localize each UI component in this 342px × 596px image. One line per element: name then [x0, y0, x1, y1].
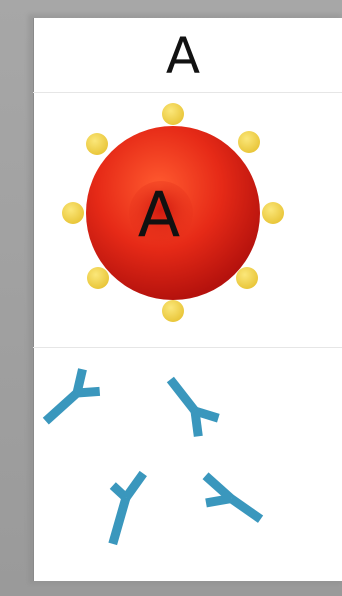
antigen-icon [62, 202, 84, 224]
antibody-icon [36, 369, 101, 431]
antibody-icon [97, 466, 143, 546]
red-blood-cell-icon: A [86, 126, 260, 300]
antigen-label: A [138, 178, 180, 251]
antigen-icon [162, 300, 184, 322]
antigen-icon [236, 267, 258, 289]
blood-type-card: A [33, 18, 342, 581]
antigen-icon [87, 267, 109, 289]
antigen-icon [262, 202, 284, 224]
antigen-icon [238, 131, 260, 153]
blood-diagram: A [33, 18, 342, 581]
antibody-icon [193, 476, 263, 534]
antibodies [36, 369, 262, 546]
antigen-icon [86, 133, 108, 155]
antigen-icon [162, 103, 184, 125]
antibody-icon [160, 371, 219, 436]
